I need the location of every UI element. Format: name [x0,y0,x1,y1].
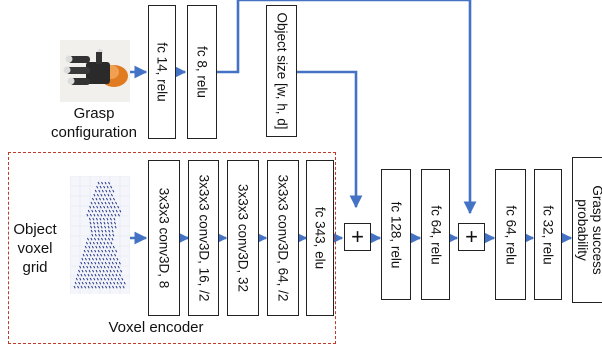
merge2-plus: + [458,223,485,251]
merge2-fc32-label: fc 32, relu [540,204,556,265]
merge1-plus: + [344,223,371,251]
merge2-fc64-box: fc 64, relu [495,169,526,300]
output-label: Grasp success probability [575,185,602,274]
voxel-caption-line1: Object [13,221,57,238]
grasp-caption-line1: Grasp [73,105,115,122]
grasp-fc8-box: fc 8, relu [187,5,217,139]
conv4-box: 3x3x3 conv3D, 64, /2 [267,160,299,316]
voxel-caption-line3: grid [22,259,48,276]
object-size-label: Object size [w, h, d] [274,12,289,130]
conv3-box: 3x3x3 conv3D, 32 [227,160,259,316]
merge1-fc64-label: fc 64, relu [428,204,443,265]
conv3-label: 3x3x3 conv3D, 32 [235,183,251,293]
merge2-fc32-box: fc 32, relu [534,169,562,300]
voxel-caption-line2: voxel [17,240,53,257]
conv2-label: 3x3x3 conv3D, 16, /2 [196,174,211,302]
voxel-encoder-frame [8,152,336,344]
conv4-label: 3x3x3 conv3D, 64, /2 [275,174,291,302]
object-size-box: Object size [w, h, d] [266,5,297,137]
conv2-box: 3x3x3 conv3D, 16, /2 [188,160,219,316]
grasp-caption-line2: configuration [51,124,137,141]
grasp-fc14-label: fc 14, relu [154,42,170,102]
voxel-grid-image [70,176,130,294]
voxel-encoder-label: Voxel encoder [108,319,204,336]
fc343-box: fc 343, elu [306,160,334,316]
robot-hand-image [60,40,130,102]
merge1-fc128-label: fc 128, relu [388,201,404,268]
fc343-label: fc 343, elu [312,206,328,270]
merge1-fc128-box: fc 128, relu [381,169,411,300]
grasp-caption: Grasp configuration [40,104,148,142]
arrow-size-to-merge1 [297,70,363,209]
output-box: Grasp success probability [572,157,602,303]
grasp-fc14-box: fc 14, relu [148,5,176,139]
output-label-line1: Grasp success [590,185,602,275]
merge2-fc64-label: fc 64, relu [503,204,518,265]
grasp-fc8-label: fc 8, relu [194,46,210,98]
output-label-line2: probability [575,199,591,261]
voxel-caption: Object voxel grid [8,220,62,277]
conv1-label: 3x3x3 conv3D, 8 [156,187,172,289]
conv1-box: 3x3x3 conv3D, 8 [148,160,180,316]
merge1-fc64-box: fc 64, relu [421,169,450,300]
arrow-grasp-to-merge2 [217,0,477,215]
